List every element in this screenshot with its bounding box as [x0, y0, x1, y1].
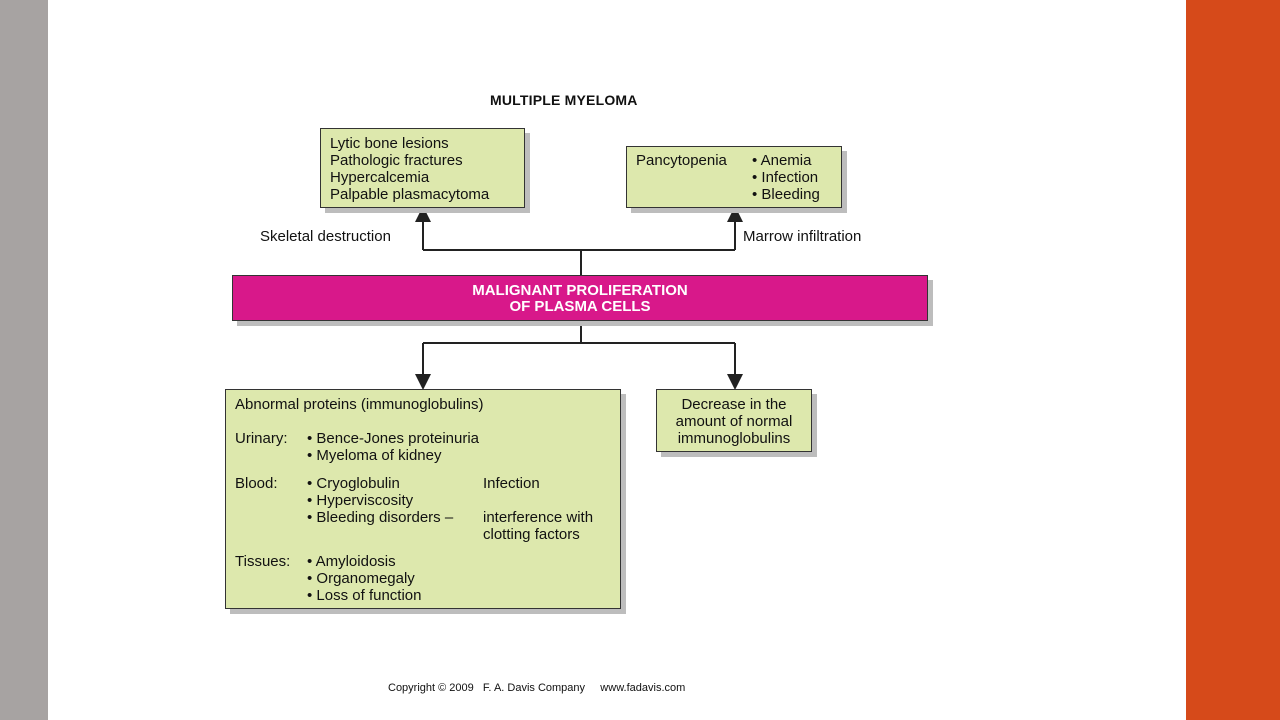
list-item: • Loss of function: [307, 587, 422, 604]
list-item: • Cryoglobulin: [307, 475, 400, 492]
diagram-title: MULTIPLE MYELOMA: [490, 92, 638, 108]
box-line: immunoglobulins: [677, 430, 791, 447]
box-line: • Anemia: [752, 152, 812, 169]
blood-note: clotting factors: [483, 526, 580, 543]
box-line: amount of normal: [675, 413, 793, 430]
box-line: Palpable plasmacytoma: [330, 186, 490, 203]
blood-label: Blood:: [235, 475, 278, 492]
malignant-proliferation-box: MALIGNANT PROLIFERATION OF PLASMA CELLS: [232, 275, 928, 321]
skeletal-destruction-label: Skeletal destruction: [260, 228, 391, 245]
skeletal-effects-box: Lytic bone lesions Pathologic fractures …: [320, 128, 525, 208]
box-line: Pathologic fractures: [330, 152, 463, 169]
copyright-text: Copyright © 2009 F. A. Davis Company www…: [388, 682, 686, 694]
list-item: • Amyloidosis: [307, 553, 396, 570]
list-item: • Organomegaly: [307, 570, 415, 587]
left-accent-bar: [0, 0, 48, 720]
pancytopenia-label: Pancytopenia: [636, 152, 727, 169]
box-line: • Bleeding: [752, 186, 820, 203]
list-item: • Hyperviscosity: [307, 492, 414, 509]
blood-note: interference with: [483, 509, 594, 526]
list-item: • Bleeding disorders –: [307, 509, 454, 526]
abnormal-proteins-box: Abnormal proteins (immunoglobulins) Urin…: [225, 389, 621, 609]
center-line-2: OF PLASMA CELLS: [509, 298, 651, 315]
urinary-label: Urinary:: [235, 430, 288, 447]
box-line: • Infection: [752, 169, 819, 186]
list-item: • Myeloma of kidney: [307, 447, 442, 464]
box-line: Lytic bone lesions: [330, 135, 449, 152]
blood-note: Infection: [483, 475, 540, 492]
abnormal-proteins-heading: Abnormal proteins (immunoglobulins): [235, 396, 484, 413]
marrow-effects-box: Pancytopenia • Anemia • Infection • Blee…: [626, 146, 842, 208]
center-line-1: MALIGNANT PROLIFERATION: [472, 282, 688, 299]
tissues-label: Tissues:: [235, 553, 291, 570]
right-accent-bar: [1186, 0, 1280, 720]
decrease-immunoglobulins-box: Decrease in the amount of normal immunog…: [656, 389, 812, 452]
list-item: • Bence-Jones proteinuria: [307, 430, 480, 447]
box-line: Decrease in the: [681, 396, 787, 413]
marrow-infiltration-label: Marrow infiltration: [743, 228, 862, 245]
box-line: Hypercalcemia: [330, 169, 430, 186]
